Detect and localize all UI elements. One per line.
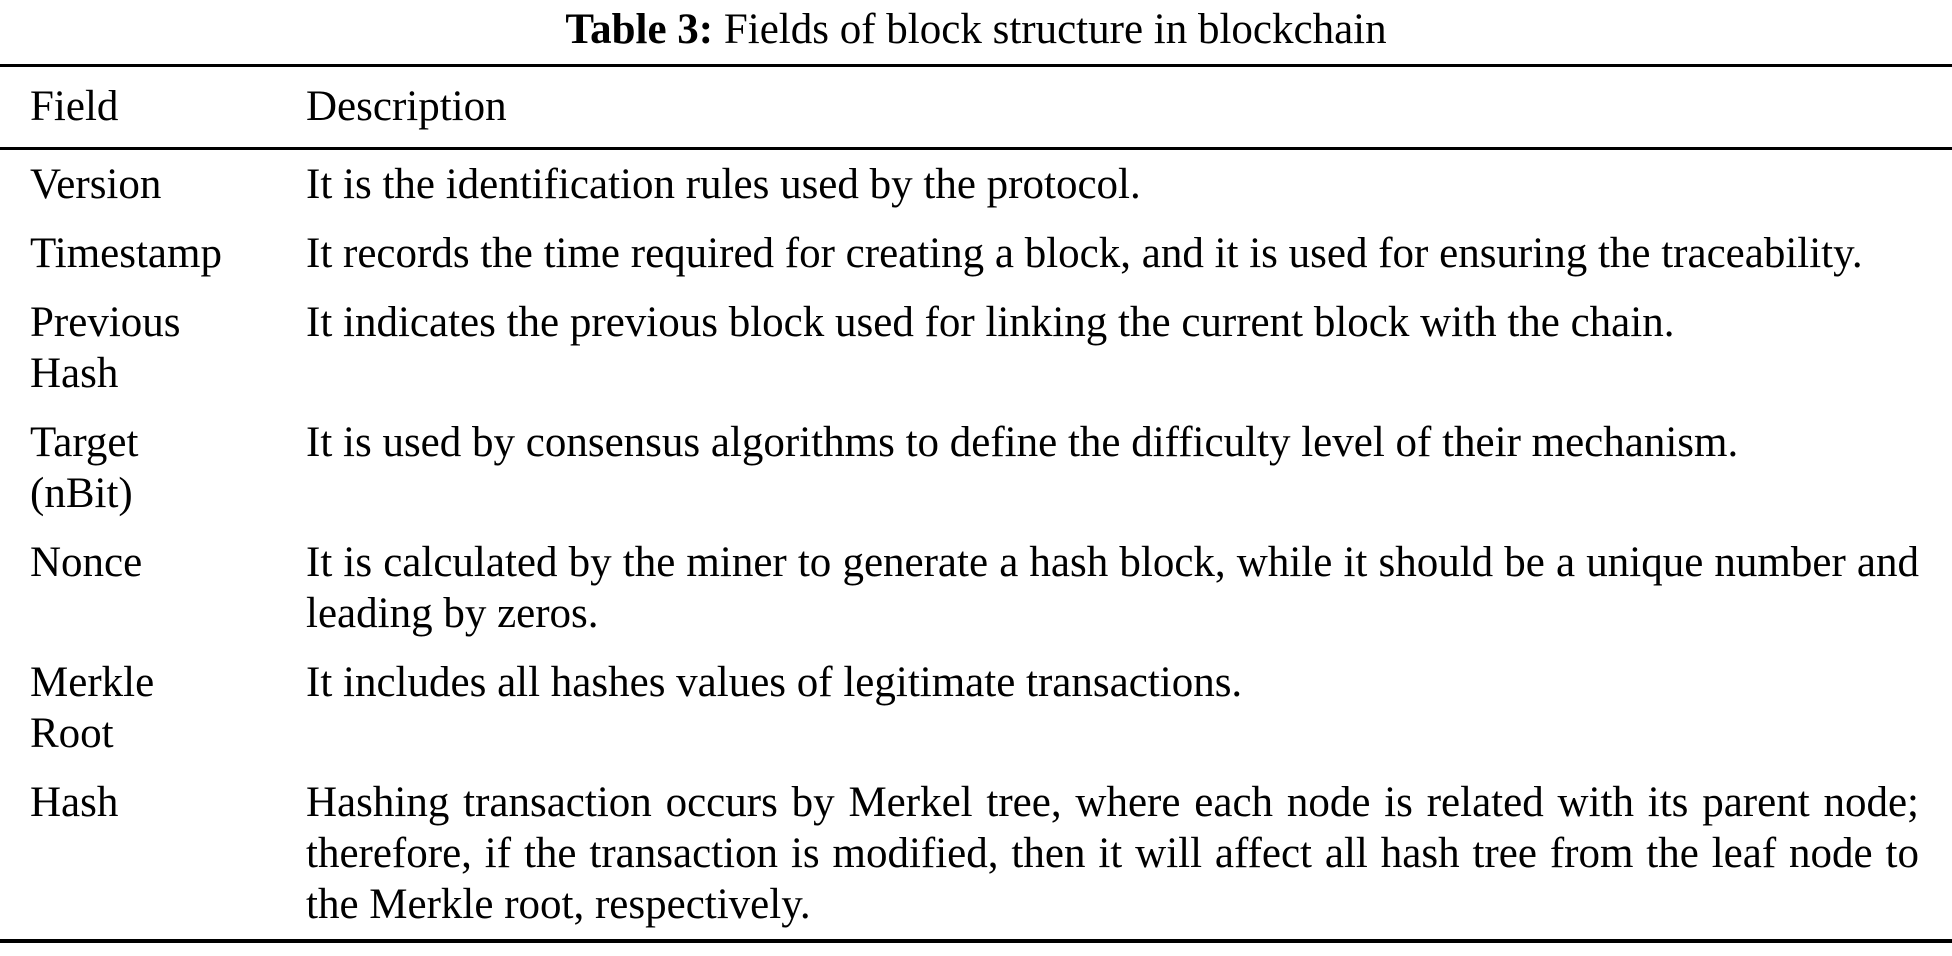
description-cell: Hashing transaction occurs by Merkel tre… [306, 779, 1919, 928]
table-row: Previous Hash It indicates the previous … [0, 288, 1952, 408]
table-caption-label: Table 3: [565, 6, 714, 53]
description-cell: It is the identification rules used by t… [306, 161, 1141, 208]
table-caption-text: Fields of block structure in blockchain [713, 6, 1387, 53]
table-row: Hash Hashing transaction occurs by Merke… [0, 768, 1952, 941]
field-cell: Version [30, 161, 162, 208]
field-cell: Timestamp [30, 230, 222, 277]
table-row: Version It is the identification rules u… [0, 149, 1952, 220]
field-cell: Nonce [30, 539, 143, 586]
table-header: Field Description [0, 65, 1952, 150]
description-cell: It indicates the previous block used for… [306, 299, 1675, 346]
column-header-field: Field [0, 65, 273, 150]
field-cell: Merkle Root [30, 659, 155, 757]
column-header-description: Description [273, 65, 1952, 150]
table-body: Version It is the identification rules u… [0, 149, 1952, 942]
table-row: Nonce It is calculated by the miner to g… [0, 528, 1952, 648]
field-cell: Previous Hash [30, 299, 181, 397]
table-row: Target (nBit) It is used by consensus al… [0, 408, 1952, 528]
field-cell: Hash [30, 779, 119, 826]
block-structure-table: Field Description Version It is the iden… [0, 64, 1952, 943]
description-cell: It records the time required for creatin… [306, 230, 1863, 277]
description-cell: It is calculated by the miner to generat… [306, 539, 1919, 637]
table-caption: Table 3: Fields of block structure in bl… [0, 0, 1952, 56]
field-cell: Target (nBit) [30, 419, 139, 517]
description-cell: It includes all hashes values of legitim… [306, 659, 1243, 706]
table-row: Timestamp It records the time required f… [0, 219, 1952, 288]
description-cell: It is used by consensus algorithms to de… [306, 419, 1739, 466]
table-row: Merkle Root It includes all hashes value… [0, 648, 1952, 768]
header-row: Field Description [0, 65, 1952, 150]
